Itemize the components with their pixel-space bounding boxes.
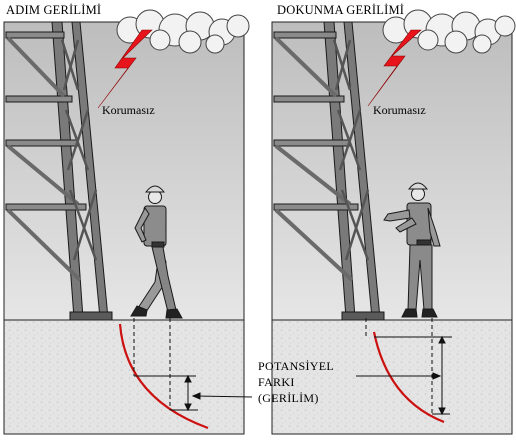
ground-right: [271, 319, 513, 435]
step-voltage-panel: [3, 9, 253, 435]
potential-label-line-2: FARKI: [258, 375, 295, 389]
lightning-bolt-right: [367, 29, 422, 107]
unprotected-label-right: Korumasız: [373, 103, 426, 117]
unprotected-label-left: Korumasız: [102, 103, 155, 117]
lightning-bolt-left: [97, 29, 153, 109]
ground-left: [3, 319, 245, 435]
walking-worker: [130, 185, 183, 319]
equipotential-curve-right: [372, 331, 445, 424]
potential-label-line-3: (GERİLİM): [258, 391, 319, 405]
potential-label-line-1: POTANSİYEL: [258, 359, 335, 373]
pointer-arrow-left: [191, 392, 253, 400]
transmission-tower-right: [273, 21, 385, 321]
touch-measure-lines: [365, 318, 452, 416]
sky-left: [3, 21, 245, 321]
step-measure-lines: [133, 318, 198, 412]
touching-worker: [383, 182, 441, 318]
pointer-arrow-right: [356, 372, 442, 380]
equipotential-curve-left: [118, 323, 209, 430]
transmission-tower-left: [5, 21, 113, 321]
step-voltage-title: ADIM GERİLİMİ: [6, 3, 102, 17]
touch-voltage-panel: [271, 9, 516, 435]
cloud-left: [116, 9, 250, 54]
touch-voltage-title: DOKUNMA GERİLİMİ: [277, 3, 405, 17]
cloud-right: [382, 9, 516, 54]
